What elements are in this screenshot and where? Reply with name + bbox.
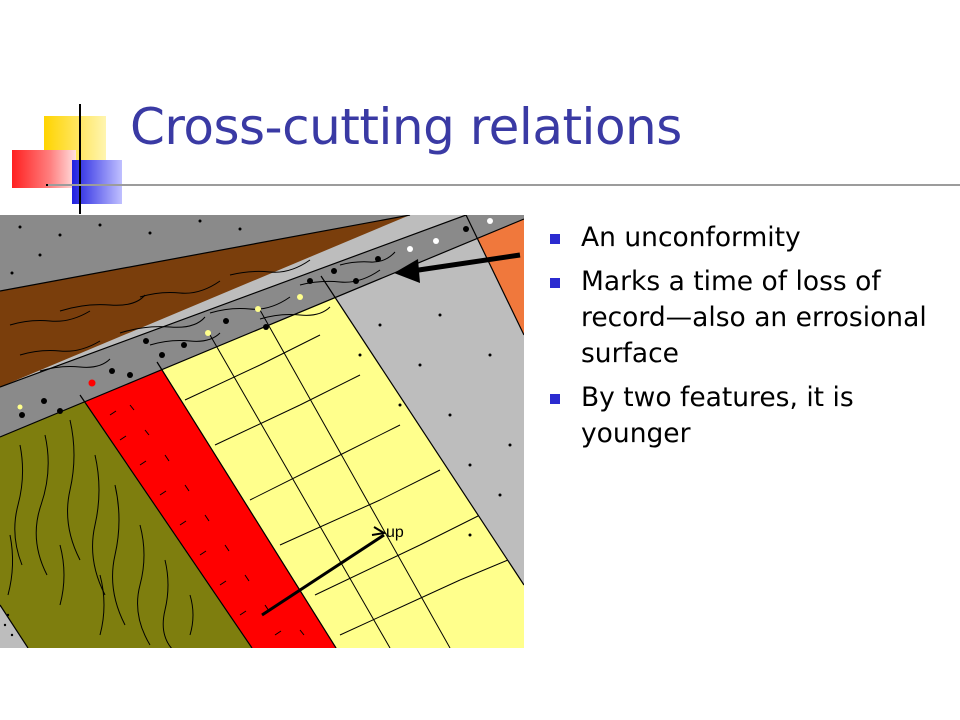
unconformity-band [0, 215, 524, 437]
title-underline [48, 184, 960, 186]
unconformity-arrow [394, 252, 521, 283]
bullet-item: An unconformity [548, 220, 953, 256]
olive-layer [0, 395, 252, 648]
bullet-list: An unconformity Marks a time of loss of … [548, 220, 953, 460]
decoration-vertical-line [79, 104, 81, 214]
bullet-text: By two features, it is younger [581, 382, 854, 449]
lower-gray-layer [0, 437, 28, 648]
up-arrow [261, 526, 387, 617]
bullet-square-icon [550, 234, 560, 244]
title-decoration [12, 104, 126, 214]
up-arrow-label: up [386, 524, 404, 541]
cross-section-drawing: up [0, 215, 524, 648]
slide-title: Cross-cutting relations [130, 98, 682, 156]
red-texture [109, 404, 305, 636]
rock-specks [3, 219, 512, 637]
brown-grain [9, 251, 396, 372]
decoration-red-square [12, 150, 76, 188]
bullet-text: Marks a time of loss of record—also an e… [581, 266, 927, 369]
yellow-layer [157, 276, 524, 648]
speckled-gray-layer [321, 215, 524, 585]
brown-layer [0, 215, 410, 387]
red-layer [80, 362, 336, 648]
bullet-text: An unconformity [581, 222, 801, 253]
bullet-item: By two features, it is younger [548, 380, 953, 452]
bullet-item: Marks a time of loss of record—also an e… [548, 264, 953, 372]
unconformity-pebbles [17, 218, 493, 418]
cross-section-figure: up [0, 215, 524, 648]
yellow-joints [157, 309, 521, 648]
bullet-square-icon [550, 394, 560, 404]
bullet-square-icon [550, 278, 560, 288]
olive-grain [7, 419, 194, 648]
